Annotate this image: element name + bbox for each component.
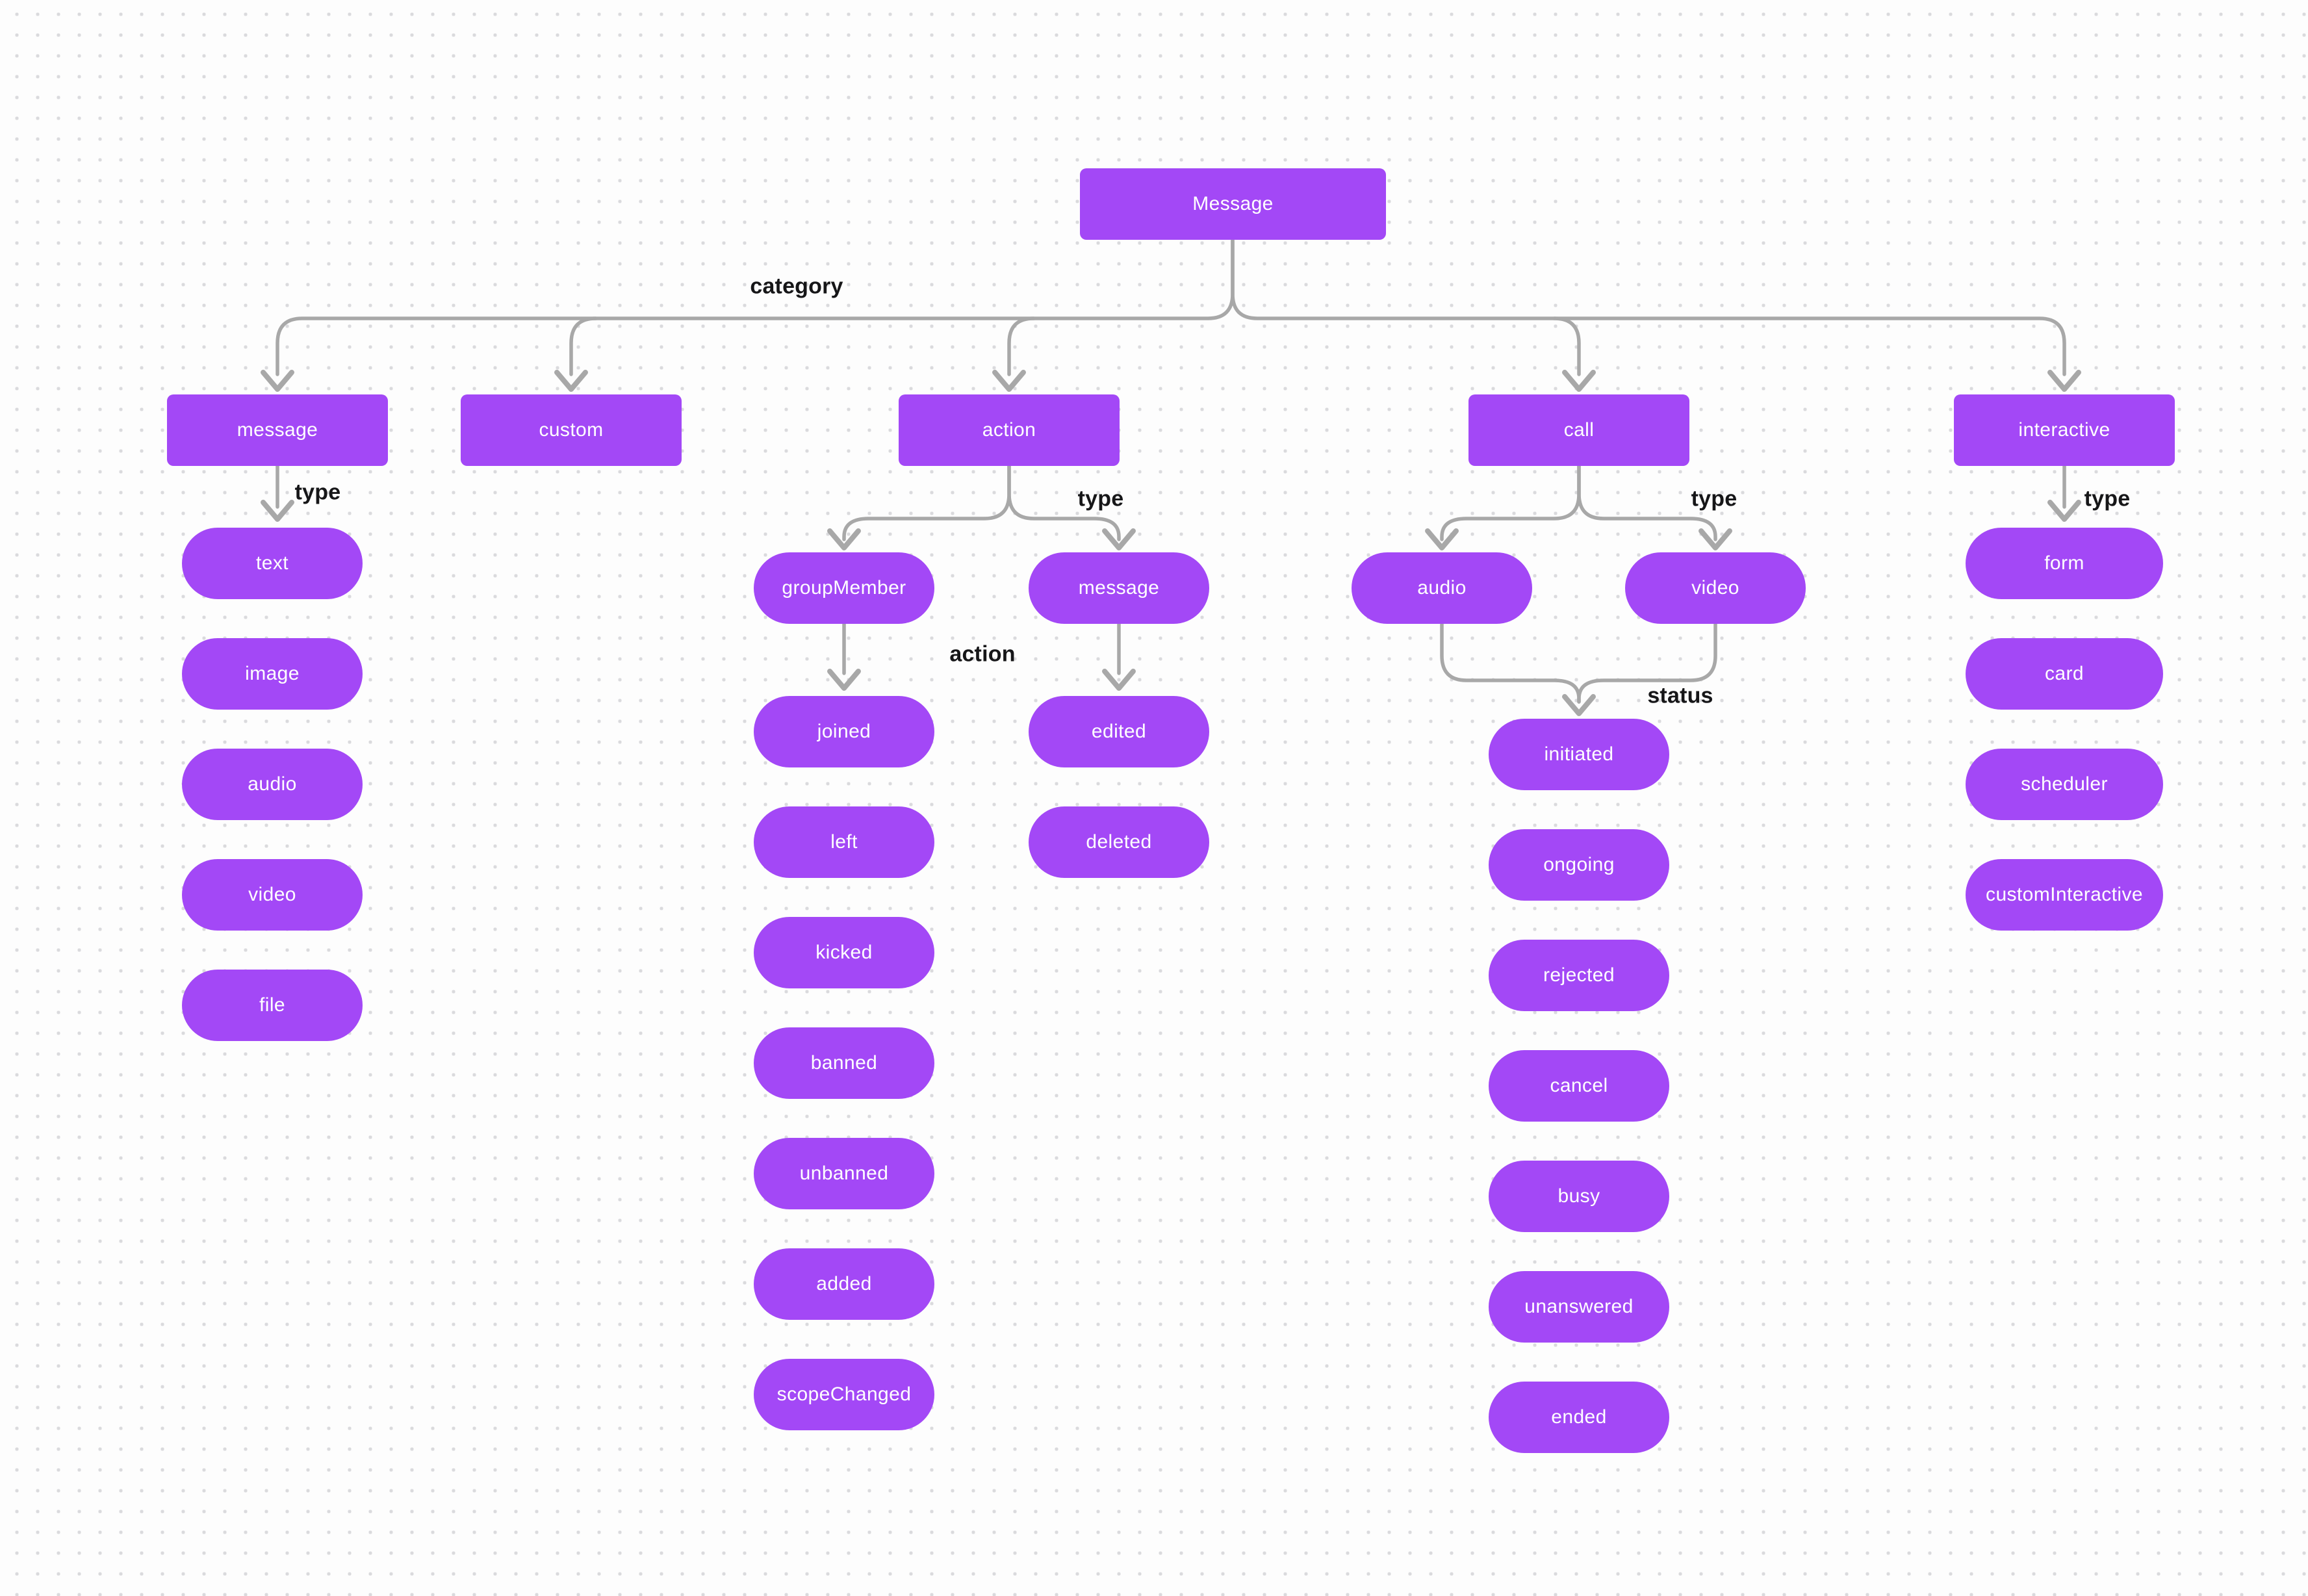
edge-call-to-video	[1577, 464, 1717, 541]
arrowhead-joined	[827, 669, 861, 691]
node-action-deleted[interactable]: deleted	[1029, 806, 1209, 878]
arrowhead-action-message	[1102, 528, 1136, 550]
node-category-message[interactable]: message	[167, 394, 388, 466]
node-category-call[interactable]: call	[1468, 394, 1689, 466]
node-category-custom[interactable]: custom	[461, 394, 682, 466]
edge-label-interactive-type: type	[2084, 486, 2131, 511]
node-category-interactive[interactable]: interactive	[1954, 394, 2175, 466]
edge-call-to-audio	[1440, 464, 1581, 541]
edge-bus-to-custom	[569, 316, 598, 376]
edge-action-to-groupmember	[842, 464, 1011, 541]
node-action-scope-changed[interactable]: scopeChanged	[754, 1359, 934, 1430]
arrowhead-action	[992, 370, 1026, 392]
node-status-ended[interactable]: ended	[1489, 1382, 1669, 1453]
arrowhead-custom	[554, 370, 588, 392]
node-action-banned[interactable]: banned	[754, 1027, 934, 1099]
edge-bus-to-call	[1552, 316, 1581, 376]
arrowhead-video	[1699, 528, 1732, 550]
node-interactive-scheduler[interactable]: scheduler	[1966, 749, 2163, 820]
node-status-unanswered[interactable]: unanswered	[1489, 1271, 1669, 1343]
node-call-video[interactable]: video	[1625, 552, 1806, 624]
node-action-kicked[interactable]: kicked	[754, 917, 934, 988]
arrowhead-message	[261, 370, 294, 392]
edge-bus-to-action	[1007, 316, 1036, 376]
node-type-audio[interactable]: audio	[182, 749, 363, 820]
node-group-member[interactable]: groupMember	[754, 552, 934, 624]
node-category-action[interactable]: action	[899, 394, 1120, 466]
edge-root-to-message	[276, 238, 1235, 376]
node-call-audio[interactable]: audio	[1352, 552, 1532, 624]
node-type-video[interactable]: video	[182, 859, 363, 931]
node-action-added[interactable]: added	[754, 1248, 934, 1320]
edge-action-to-message	[1007, 464, 1121, 541]
node-status-ongoing[interactable]: ongoing	[1489, 829, 1669, 901]
edge-label-action-type: type	[1077, 486, 1124, 511]
arrowhead-form	[2047, 500, 2081, 522]
node-interactive-form[interactable]: form	[1966, 528, 2163, 599]
node-action-joined[interactable]: joined	[754, 696, 934, 767]
edge-audio-to-initiated	[1440, 622, 1581, 704]
edge-video-to-initiated	[1577, 622, 1717, 704]
node-status-cancel[interactable]: cancel	[1489, 1050, 1669, 1122]
arrowhead-groupmember	[827, 528, 861, 550]
edge-root-to-interactive	[1231, 238, 2066, 376]
edge-label-message-type: type	[294, 480, 341, 505]
node-type-image[interactable]: image	[182, 638, 363, 710]
node-action-unbanned[interactable]: unbanned	[754, 1138, 934, 1209]
node-message-root[interactable]: Message	[1080, 168, 1386, 240]
node-type-file[interactable]: file	[182, 970, 363, 1041]
node-action-edited[interactable]: edited	[1029, 696, 1209, 767]
arrowhead-initiated	[1562, 694, 1596, 716]
node-status-rejected[interactable]: rejected	[1489, 940, 1669, 1011]
arrowhead-edited	[1102, 669, 1136, 691]
node-interactive-custom-interactive[interactable]: customInteractive	[1966, 859, 2163, 931]
node-interactive-card[interactable]: card	[1966, 638, 2163, 710]
node-type-text[interactable]: text	[182, 528, 363, 599]
edge-label-call-type: type	[1691, 486, 1737, 511]
node-action-message[interactable]: message	[1029, 552, 1209, 624]
arrowhead-text	[261, 500, 294, 522]
arrowhead-audio	[1425, 528, 1459, 550]
node-action-left[interactable]: left	[754, 806, 934, 878]
edge-label-category: category	[750, 274, 843, 299]
edge-label-group-member-action: action	[949, 641, 1016, 667]
arrowhead-interactive	[2047, 370, 2081, 392]
node-status-busy[interactable]: busy	[1489, 1161, 1669, 1232]
arrowhead-call	[1562, 370, 1596, 392]
edge-label-call-status: status	[1647, 683, 1713, 708]
node-status-initiated[interactable]: initiated	[1489, 719, 1669, 790]
